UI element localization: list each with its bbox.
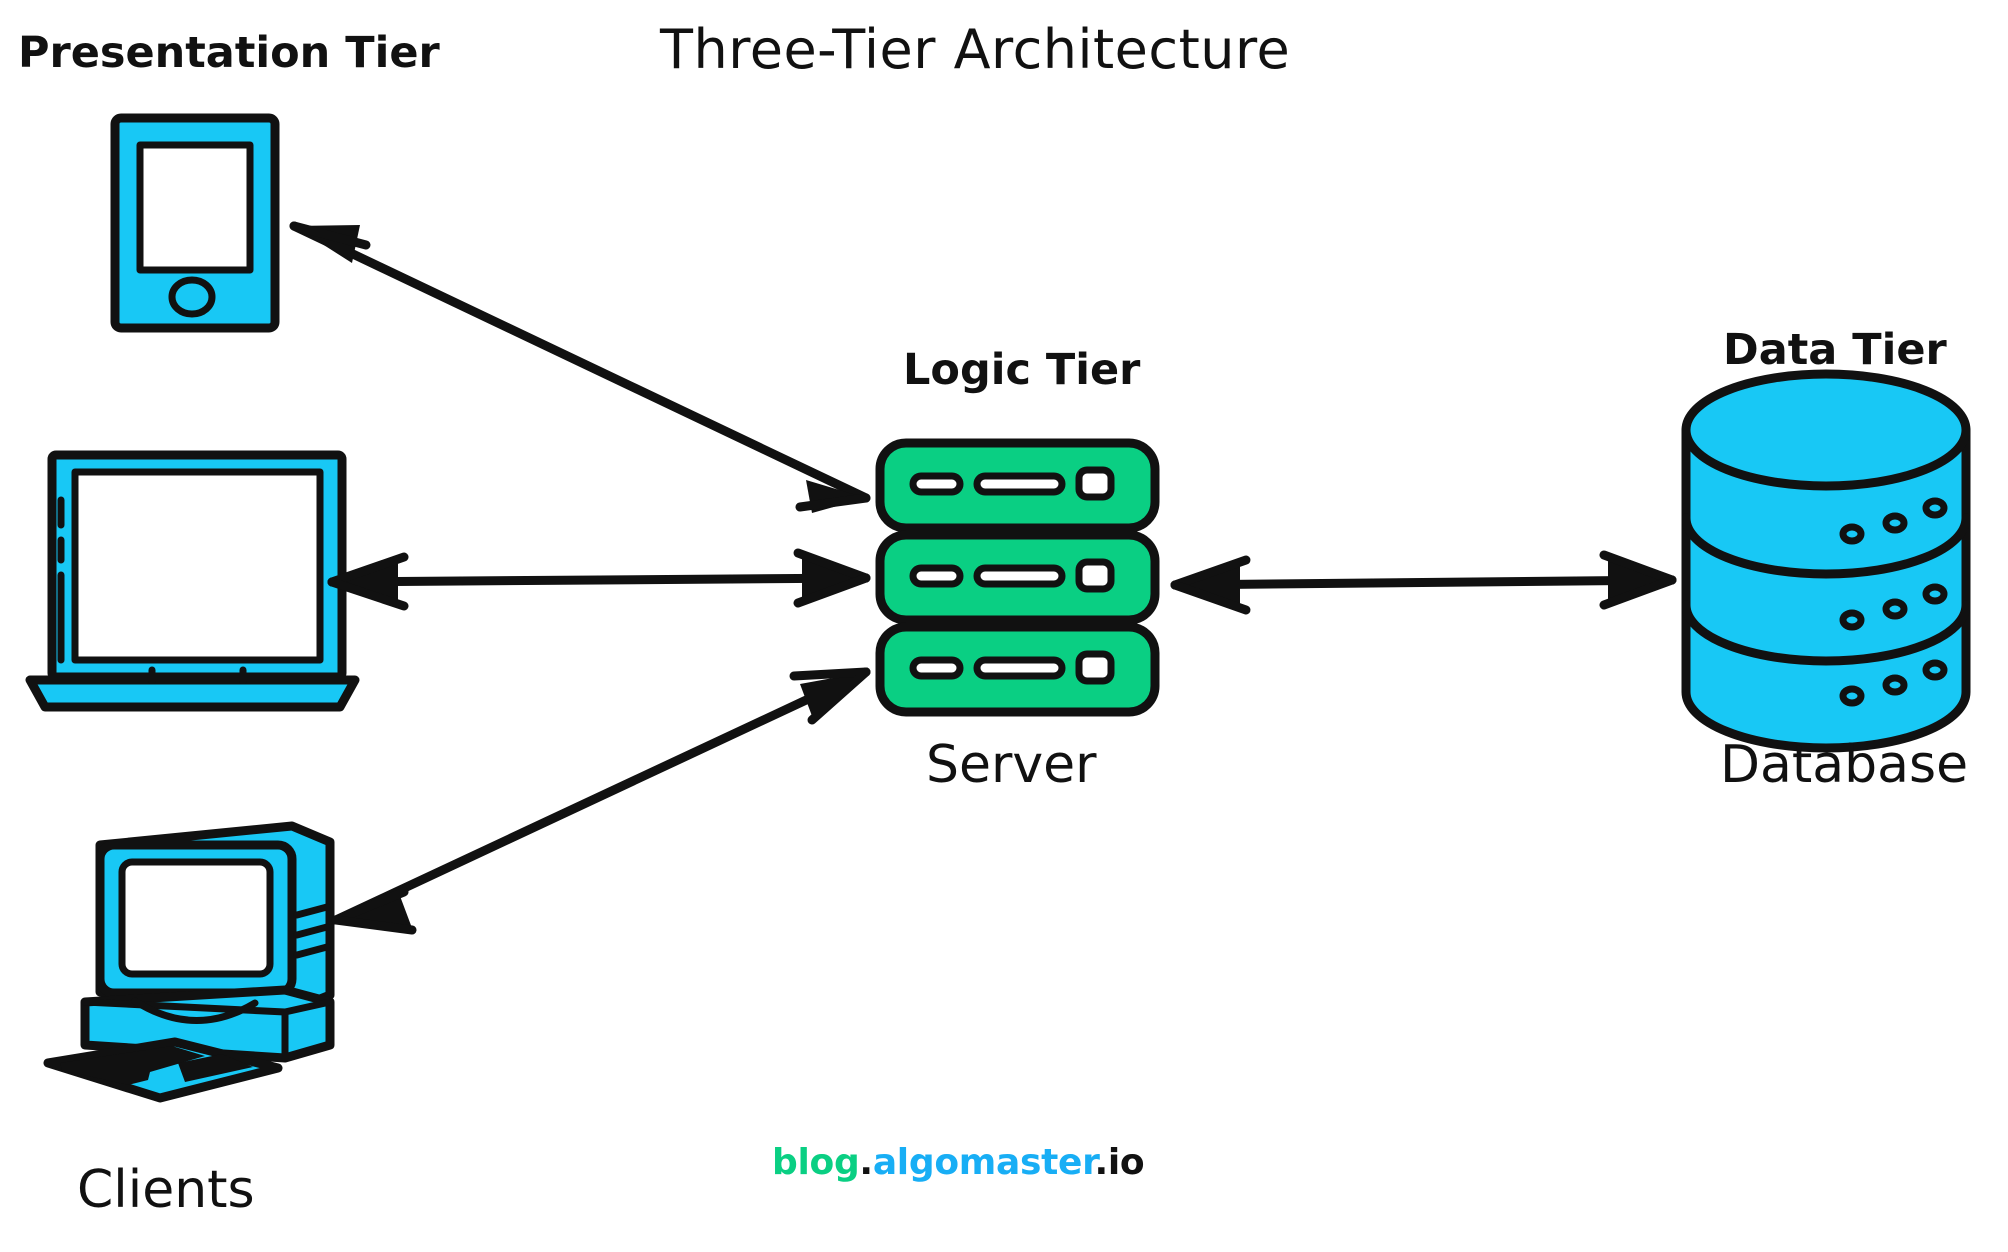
server-unit	[875, 438, 1160, 533]
connector-phone-server	[289, 221, 871, 513]
laptop-icon	[25, 450, 360, 712]
desktop-icon	[43, 821, 335, 1103]
connector-desktop-server	[331, 667, 871, 935]
database-icon	[1681, 369, 1971, 753]
watermark-algomaster: algomaster	[872, 1142, 1095, 1183]
logic-tier-label: Logic Tier	[903, 345, 1141, 395]
presentation-tier-label: Presentation Tier	[18, 28, 440, 78]
connector-server-database	[1170, 550, 1677, 615]
phone-icon	[110, 113, 280, 333]
server-caption: Server	[926, 735, 1097, 795]
connector-laptop-server	[327, 548, 871, 611]
clients-caption: Clients	[77, 1160, 255, 1220]
watermark-blog: blog	[772, 1142, 860, 1183]
server-icon	[875, 438, 1160, 717]
server-unit	[875, 530, 1160, 625]
page-title: Three-Tier Architecture	[660, 18, 1291, 81]
data-tier-label: Data Tier	[1723, 325, 1947, 375]
database-caption: Database	[1720, 735, 1969, 795]
watermark-dot: .	[859, 1142, 873, 1183]
watermark-tld: .io	[1094, 1142, 1145, 1183]
watermark: blog.algomaster.io	[772, 1142, 1145, 1183]
server-unit	[875, 622, 1160, 717]
